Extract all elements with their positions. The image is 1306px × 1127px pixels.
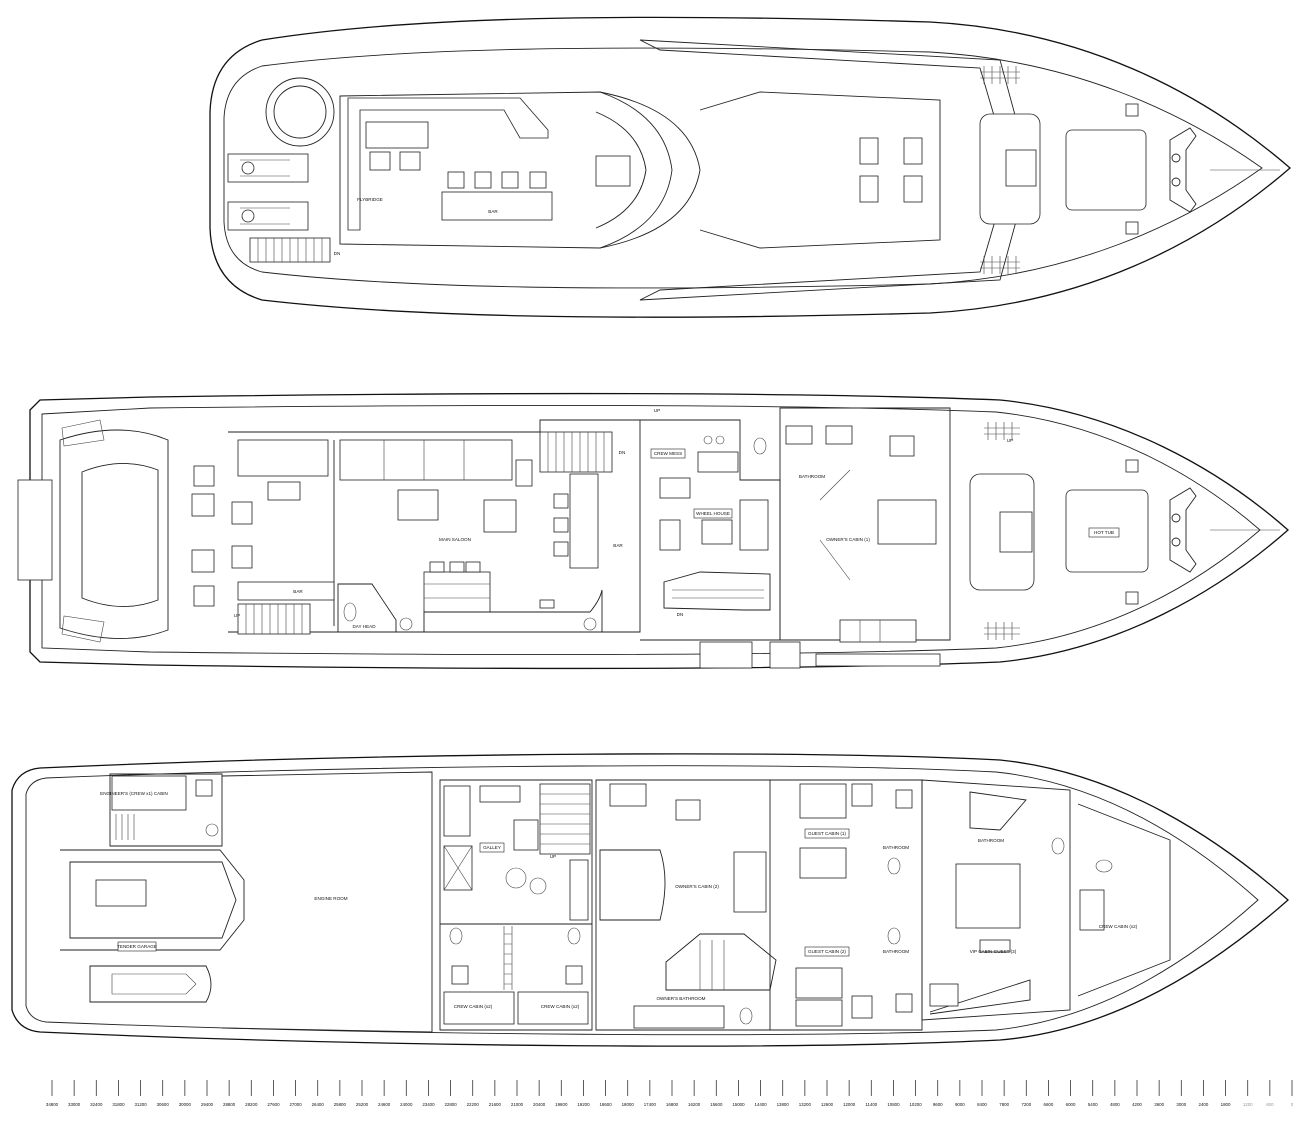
scale-tick-label: 27600 xyxy=(267,1102,280,1107)
scale-tick-label: 16200 xyxy=(688,1102,701,1107)
label-main-bar-upper: BAR xyxy=(613,543,623,548)
scale-tick-label: 7200 xyxy=(1021,1102,1031,1107)
scale-tick-label: 24000 xyxy=(400,1102,413,1107)
label-crew-mess: CREW MESS xyxy=(654,451,682,456)
scale-tick-label: 30600 xyxy=(157,1102,170,1107)
label-flybridge: FLYBRIDGE xyxy=(357,197,383,202)
scale-tick-label: 4200 xyxy=(1132,1102,1142,1107)
scale-tick-label: 9000 xyxy=(955,1102,965,1107)
scale-tick-label: 10200 xyxy=(909,1102,922,1107)
label-lower-up: UP xyxy=(550,854,556,859)
label-day-head: DAY HEAD xyxy=(352,624,376,629)
label-main-bar-aft: BAR xyxy=(293,589,303,594)
label-main-up-3: UP xyxy=(1007,438,1013,443)
scale-tick-label: 6600 xyxy=(1044,1102,1054,1107)
label-owners-cabin-1: OWNER'S CABIN (1) xyxy=(826,537,870,542)
scale-tick-label: 13800 xyxy=(777,1102,790,1107)
scale-tick-label: 5400 xyxy=(1088,1102,1098,1107)
label-main-dn-2: DN xyxy=(677,612,684,617)
scale-tick-label: 3000 xyxy=(1176,1102,1186,1107)
label-flybridge-bar: BAR xyxy=(488,209,498,214)
scale-tick-label: 24600 xyxy=(378,1102,391,1107)
scale-tick-label: 12600 xyxy=(821,1102,834,1107)
scale-tick-label: 13200 xyxy=(799,1102,812,1107)
label-engine-room: ENGINE ROOM xyxy=(314,896,347,901)
label-main-bathroom: BATHROOM xyxy=(799,474,825,479)
label-engineers-cabin-line: ENGINEER'S (CREW x1) CABIN xyxy=(100,791,168,796)
scale-tick-label: 20400 xyxy=(533,1102,546,1107)
label-main-saloon: MAIN SALOON xyxy=(439,537,471,542)
scale-tick-label: 1200 xyxy=(1243,1102,1253,1107)
flybridge-deck: FLYBRIDGE BAR DN xyxy=(209,16,1291,318)
label-galley: GALLEY xyxy=(483,845,501,850)
scale-tick-label: 21000 xyxy=(511,1102,524,1107)
scale-tick-label: 30000 xyxy=(179,1102,192,1107)
scale-tick-label: 16800 xyxy=(666,1102,679,1107)
label-guest-cabin-2: GUEST CABIN (2) xyxy=(808,949,846,954)
scale-tick-label: 34800 xyxy=(46,1102,59,1107)
scale-tick-label: 4800 xyxy=(1110,1102,1120,1107)
scale-tick-label: 31200 xyxy=(134,1102,147,1107)
lower-deck-hull-outline xyxy=(11,753,1289,1047)
scale-tick-label: 25800 xyxy=(334,1102,347,1107)
scale-tick-label: 26400 xyxy=(312,1102,325,1107)
label-bathroom-vip: BATHROOM xyxy=(978,838,1004,843)
scale-tick-label: 15000 xyxy=(732,1102,745,1107)
scale-tick-label: 2400 xyxy=(1199,1102,1209,1107)
scale-tick-label: 23400 xyxy=(422,1102,435,1107)
scale-tick-label: 32400 xyxy=(90,1102,103,1107)
label-engineers-cabin: ENGINEER'S (CREW x1) CABIN xyxy=(100,791,168,796)
scale-tick-label: 10800 xyxy=(887,1102,900,1107)
label-wheel-house: WHEEL HOUSE xyxy=(696,511,730,516)
label-crew-cabin-right: CREW CABIN (x2) xyxy=(541,1004,580,1009)
scale-tick-label: 21600 xyxy=(489,1102,502,1107)
label-crew-cabin-fwd: CREW CABIN (x2) xyxy=(1099,924,1138,929)
scale-tick-label: 6000 xyxy=(1066,1102,1076,1107)
main-deck-hull-outline xyxy=(29,392,1289,670)
scale-tick-label: 3600 xyxy=(1154,1102,1164,1107)
label-bathroom-guest-2: BATHROOM xyxy=(883,949,909,954)
scale-tick-label: 600 xyxy=(1266,1102,1274,1107)
scale-tick-label: 11400 xyxy=(865,1102,877,1107)
label-flybridge-dn: DN xyxy=(334,251,341,256)
scale-tick-label: 17400 xyxy=(644,1102,657,1107)
scale-tick-label: 14400 xyxy=(754,1102,767,1107)
label-tender-garage: TENDER GARAGE xyxy=(117,944,157,949)
scale-tick-label: 9600 xyxy=(933,1102,943,1107)
scale-tick-label: 1800 xyxy=(1221,1102,1231,1107)
label-owners-bathroom: OWNER'S BATHROOM xyxy=(656,996,705,1001)
flybridge-hull-outline xyxy=(209,16,1291,318)
scale-tick-label: 18600 xyxy=(599,1102,612,1107)
scale-tick-label: 22800 xyxy=(444,1102,457,1107)
scale-tick-label: 33000 xyxy=(68,1102,81,1107)
label-owners-cabin-2: OWNER'S CABIN (2) xyxy=(675,884,719,889)
label-guest-cabin-1: GUEST CABIN (1) xyxy=(808,831,846,836)
lower-deck: ENGINEER'S (CREW x1) CABIN TENDER GARAGE… xyxy=(11,753,1289,1047)
main-deck: MAIN SALOON BAR BAR DAY HEAD CREW MESS W… xyxy=(17,392,1289,670)
scale-tick-label: 18000 xyxy=(622,1102,635,1107)
scale-tick-label: 8400 xyxy=(977,1102,987,1107)
label-bathroom-guest-1: BATHROOM xyxy=(883,845,909,850)
scale-tick-label: 31800 xyxy=(112,1102,125,1107)
scale-tick-label: 29400 xyxy=(201,1102,214,1107)
scale-tick-label: 19200 xyxy=(577,1102,590,1107)
scale-tick-label: 28200 xyxy=(245,1102,258,1107)
scale-tick-label: 15600 xyxy=(710,1102,723,1107)
scale-tick-label: 25200 xyxy=(356,1102,369,1107)
label-main-up-2: UP xyxy=(654,408,660,413)
scale-tick-label: 22200 xyxy=(467,1102,480,1107)
label-main-dn-1: DN xyxy=(619,450,626,455)
label-main-up-1: UP xyxy=(234,613,240,618)
scale-tick-label: 19800 xyxy=(555,1102,568,1107)
scale-tick-label: 28800 xyxy=(223,1102,236,1107)
label-vip-cabin: VIP CABIN GUEST (3) xyxy=(970,949,1017,954)
label-crew-cabin-left: CREW CABIN (x2) xyxy=(454,1004,493,1009)
scale-tick-label: 12000 xyxy=(843,1102,856,1107)
label-hot-tub: HOT TUB xyxy=(1094,530,1114,535)
scale-tick-label: 7800 xyxy=(999,1102,1009,1107)
scale-tick-label: 27000 xyxy=(289,1102,302,1107)
scale-tick-label: 0 xyxy=(1291,1102,1294,1107)
